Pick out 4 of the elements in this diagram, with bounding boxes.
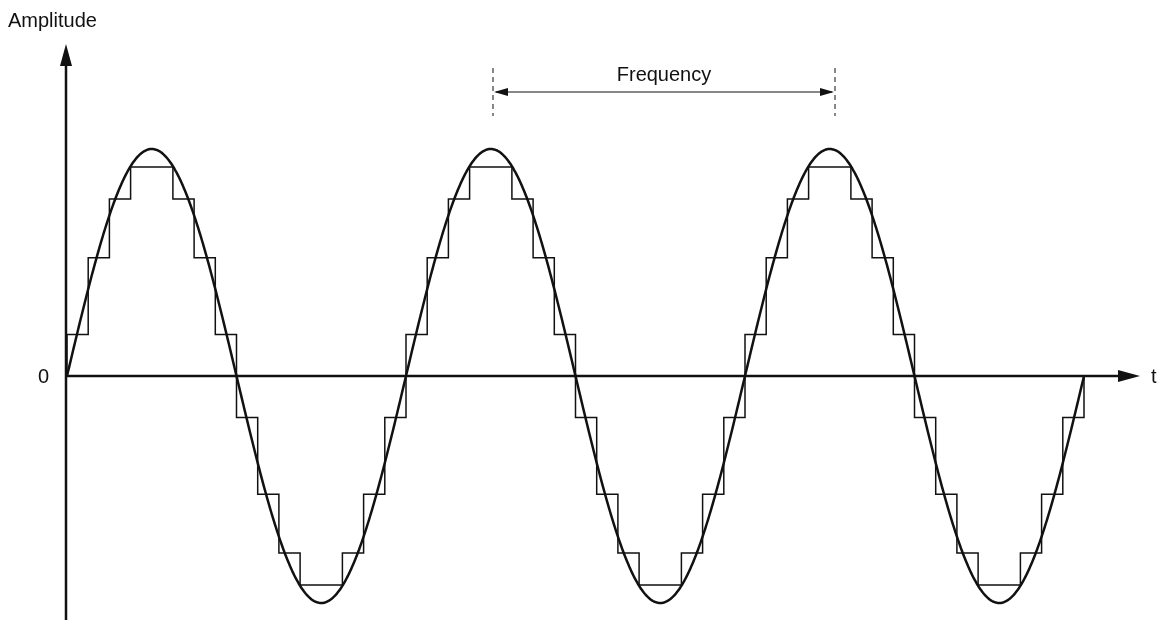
axis-label: Amplitude [8, 8, 97, 32]
axis-label: t [1151, 364, 1157, 388]
axis-tick-label: 0 [38, 364, 50, 388]
dimension-label: Frequency [616, 62, 712, 86]
